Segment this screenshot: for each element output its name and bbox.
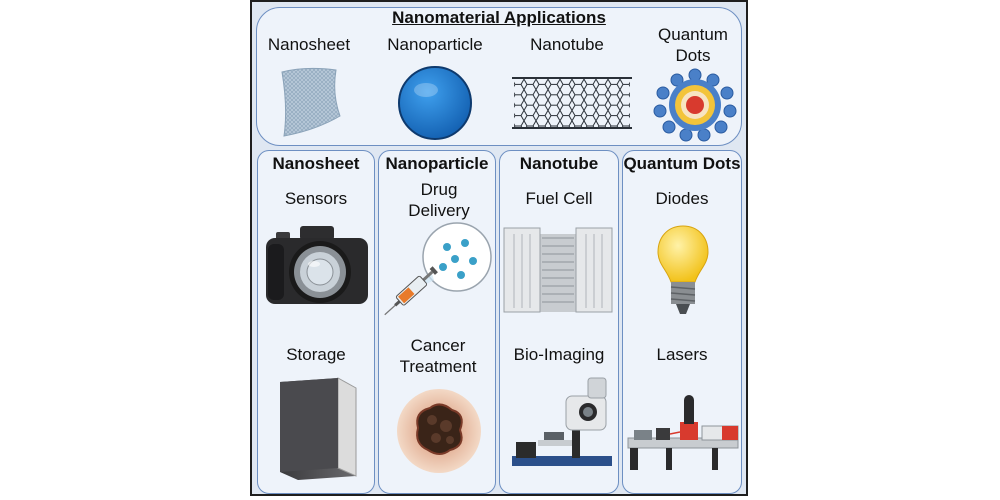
app-label-drug-delivery: Drug Delivery [408,180,470,220]
hard-drive-icon [280,377,357,480]
quantum-dot-icon [653,68,737,142]
laser-setup-icon [627,395,739,470]
app-label-lasers: Lasers [656,345,708,364]
app-label-sensors: Sensors [284,189,348,208]
column-header-nanosheet: Nanosheet [272,154,360,173]
column-header-nanoparticle: Nanoparticle [385,154,489,173]
app-label-fuel-cell: Fuel Cell [525,189,593,208]
microscope-icon [512,377,612,466]
column-header-nanotube: Nanotube [519,154,599,173]
overview-panel [256,7,742,146]
tumor-icon [397,389,481,473]
overview-label-nanoparticle: Nanoparticle [387,35,483,54]
diagram-title: Nanomaterial Applications [392,8,606,27]
nanosheet-icon [281,67,341,137]
fuel-cell-icon [503,227,613,313]
syringe-icon [384,266,438,316]
overview-label-nanotube: Nanotube [530,35,604,54]
overview-label-quantum-dots: Quantum Dots [658,25,728,65]
column-header-quantum-dots: Quantum Dots [623,154,741,173]
overview-label-nanosheet: Nanosheet [267,35,351,54]
light-bulb-icon [657,225,709,314]
drug-vesicle-icon [422,222,492,292]
app-label-bio-imaging: Bio-Imaging [513,345,605,364]
camera-icon [266,226,368,304]
nanotube-icon [512,77,632,129]
nanoparticle-icon [398,66,472,140]
app-label-cancer-treatment: Cancer Treatment [399,336,477,376]
app-label-diodes: Diodes [655,189,709,208]
app-label-storage: Storage [286,345,346,364]
